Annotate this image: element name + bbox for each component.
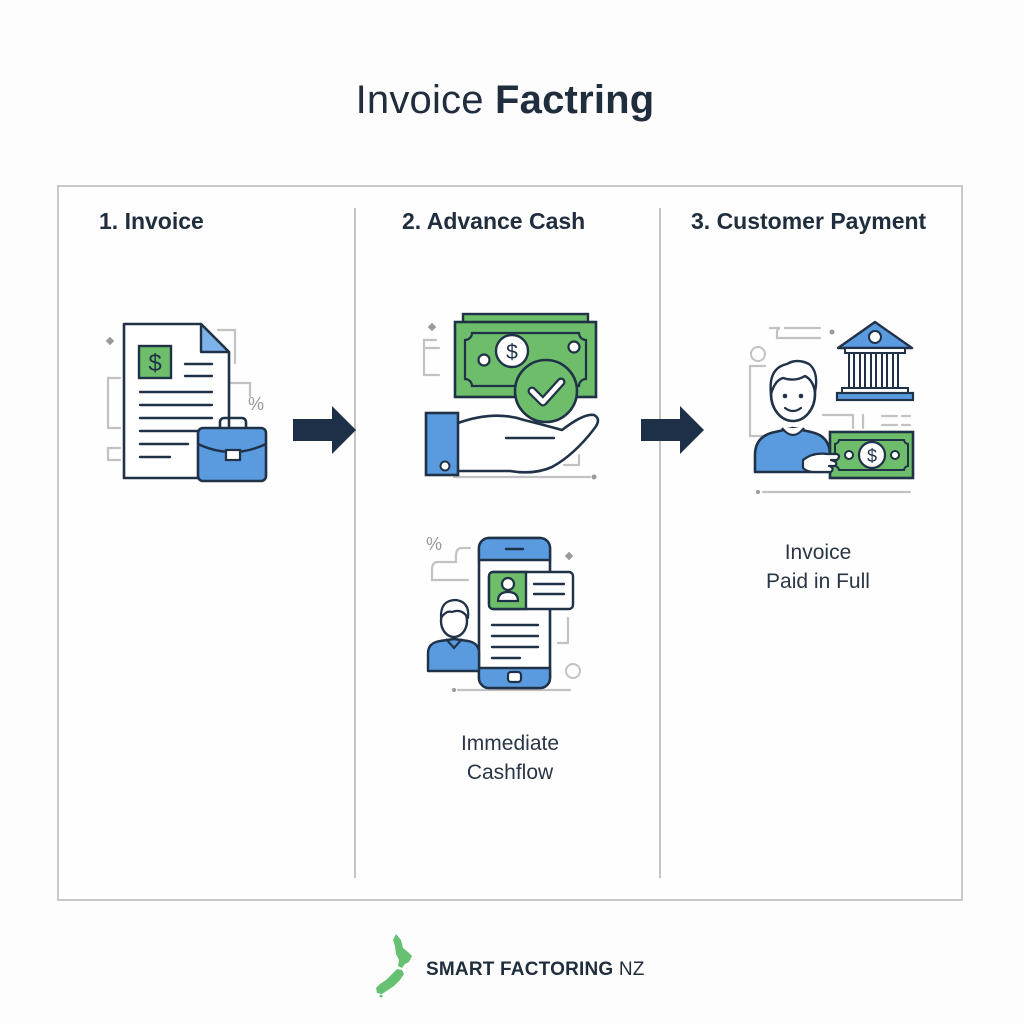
svg-text:$: $ — [867, 446, 877, 466]
step-2-title: 2. Advance Cash — [402, 208, 586, 234]
dollar-icon: $ — [148, 350, 161, 377]
person-holding-cash-icon: $ — [748, 320, 915, 494]
svg-text:$: $ — [506, 341, 518, 364]
percent-icon: % — [426, 534, 442, 554]
cash-in-hand-icon: $ — [422, 312, 600, 480]
page-title: Invoice Factring — [0, 78, 1010, 123]
brand-name-bold: SMART FACTORING — [426, 959, 614, 980]
step-1-title: 1. Invoice — [99, 208, 204, 234]
coin-dollar-icon: $ — [494, 333, 530, 369]
column-divider-2 — [659, 208, 661, 878]
new-zealand-map-icon — [376, 934, 412, 998]
arrow-right-icon — [293, 406, 356, 454]
step-3-title: 3. Customer Payment — [691, 208, 927, 234]
step-2-caption-line-2: Cashflow — [466, 761, 554, 784]
title-bold: Factring — [495, 78, 655, 122]
dollar-bill-icon: $ — [828, 430, 915, 480]
bank-icon — [835, 320, 915, 402]
person-icon — [426, 598, 481, 673]
column-divider-1 — [354, 208, 356, 878]
percent-icon: % — [248, 394, 264, 414]
step-3-caption: Invoice Paid in Full — [728, 538, 908, 596]
brand-logo: SMART FACTORING NZ — [372, 930, 645, 1000]
step-3-caption-line-2: Paid in Full — [766, 570, 870, 593]
title-light: Invoice — [355, 78, 484, 122]
checkmark-icon — [513, 358, 579, 424]
brand-name-light: NZ — [618, 959, 645, 980]
mobile-profile-icon: % — [426, 534, 581, 692]
step-2-caption: Immediate Cashflow — [420, 729, 600, 787]
step-2-caption-line-1: Immediate — [460, 732, 560, 755]
step-3-caption-line-1: Invoice — [784, 541, 852, 564]
invoice-document-icon: % $ — [105, 322, 268, 483]
arrow-right-icon — [641, 406, 704, 454]
brand-name: SMART FACTORING NZ — [426, 959, 645, 981]
briefcase-icon — [196, 416, 268, 483]
